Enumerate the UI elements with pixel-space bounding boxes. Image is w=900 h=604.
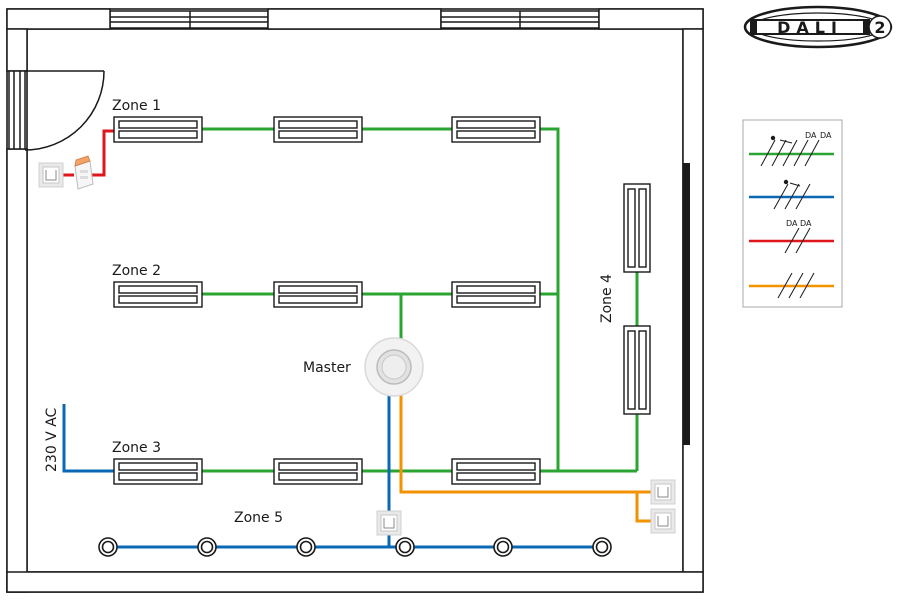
orange-wire (399, 394, 651, 523)
zone-5-label: Zone 5 (234, 510, 283, 526)
luminaire-z2-3[interactable] (451, 281, 541, 308)
window-left (109, 10, 269, 29)
downlight-icon[interactable] (197, 537, 217, 557)
wall-switch-icon[interactable] (650, 479, 676, 505)
wall-switch-icon[interactable] (38, 162, 64, 188)
zone-4-label: Zone 4 (599, 274, 615, 323)
luminaire-z4-1[interactable] (623, 183, 651, 273)
luminaire-z3-3[interactable] (451, 458, 541, 485)
motion-sensor-icon[interactable] (74, 155, 94, 190)
legend-green: DA DA (749, 131, 834, 167)
switches (38, 162, 676, 536)
luminaire-z1-1[interactable] (113, 116, 203, 143)
right-window-bar (683, 163, 690, 445)
downlight-icon[interactable] (395, 537, 415, 557)
legend-red-da2: DA (800, 219, 812, 228)
dali-logo: DALI 2 (743, 5, 893, 49)
dali-logo-version: 2 (874, 18, 885, 37)
downlight-icon[interactable] (296, 537, 316, 557)
red-wire (63, 129, 114, 177)
supply-label: 230 V AC (44, 407, 60, 472)
luminaire-z1-2[interactable] (273, 116, 363, 143)
wall-switch-icon[interactable] (650, 508, 676, 534)
zone-1-label: Zone 1 (112, 98, 161, 114)
dali-logo-text: DALI (777, 18, 843, 37)
luminaire-z2-2[interactable] (273, 281, 363, 308)
downlight-icon[interactable] (98, 537, 118, 557)
door-frame (8, 70, 26, 150)
legend-green-da2: DA (820, 131, 832, 140)
door (8, 70, 105, 151)
master-label: Master (303, 360, 351, 376)
luminaires (113, 116, 651, 485)
luminaire-z4-2[interactable] (623, 325, 651, 415)
master-sensor-icon[interactable] (364, 337, 424, 397)
luminaire-z3-2[interactable] (273, 458, 363, 485)
zone-2-label: Zone 2 (112, 263, 161, 279)
top-windows (109, 8, 600, 30)
legend-red: DA DA (749, 219, 834, 254)
downlight-icon[interactable] (493, 537, 513, 557)
labels: Zone 1 Zone 2 Zone 3 Zone 5 Master Zone … (44, 98, 615, 526)
downlights (98, 537, 612, 557)
zone-3-label: Zone 3 (112, 440, 161, 456)
luminaire-z2-1[interactable] (113, 281, 203, 308)
downlight-icon[interactable] (592, 537, 612, 557)
legend-blue (749, 179, 834, 210)
luminaire-z1-3[interactable] (451, 116, 541, 143)
green-bus (202, 127, 639, 473)
legend-green-da1: DA (805, 131, 817, 140)
window-center (267, 8, 442, 30)
legend-orange (749, 272, 834, 299)
wire-legend: DA DA DA DA (742, 119, 843, 308)
legend-red-da1: DA (786, 219, 798, 228)
wall-switch-icon[interactable] (376, 510, 402, 536)
luminaire-z3-1[interactable] (113, 458, 203, 485)
